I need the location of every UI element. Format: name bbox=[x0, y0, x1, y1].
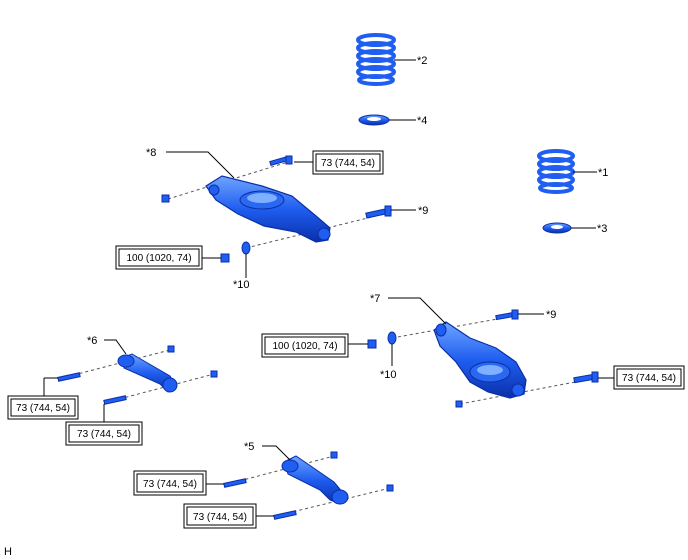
nut-link5-b bbox=[386, 484, 394, 492]
callout-9-upper: *9 bbox=[418, 205, 428, 217]
bolt-upper-arm-top bbox=[269, 155, 293, 167]
bolt-link5-b bbox=[273, 510, 297, 520]
torque-link6-a: 73 (744, 54) bbox=[16, 403, 70, 414]
suspension-link-5 bbox=[281, 455, 349, 505]
washer-lower-10 bbox=[387, 331, 397, 345]
callout-9-lower: *9 bbox=[546, 309, 556, 321]
callout-5: *5 bbox=[244, 441, 254, 453]
nut-link6-b bbox=[210, 370, 218, 378]
suspension-link-6 bbox=[117, 353, 178, 393]
callout-4: *4 bbox=[417, 115, 427, 127]
callout-2: *2 bbox=[417, 55, 427, 67]
bolt-lower-arm-9 bbox=[495, 309, 519, 321]
corner-mark: H bbox=[4, 546, 12, 558]
coil-spring-upper bbox=[356, 33, 396, 86]
nut-link5-a bbox=[330, 451, 338, 459]
torque-link6-b: 73 (744, 54) bbox=[77, 429, 131, 440]
bolt-lower-arm-73 bbox=[573, 371, 599, 384]
nut-link6-a bbox=[167, 345, 175, 353]
nut-lower-arm-rear bbox=[455, 400, 463, 408]
torque-upper-arm: 73 (744, 54) bbox=[321, 158, 375, 169]
coil-spring-right bbox=[537, 149, 575, 194]
nut-lower-arm-100 bbox=[367, 339, 377, 349]
torque-link5-a: 73 (744, 54) bbox=[143, 479, 197, 490]
torque-lower-arm: 73 (744, 54) bbox=[622, 373, 676, 384]
torque-link5-b: 73 (744, 54) bbox=[193, 512, 247, 523]
bolt-upper-arm-9 bbox=[365, 205, 392, 219]
callout-7: *7 bbox=[370, 293, 380, 305]
bolt-link6-b bbox=[103, 395, 127, 405]
suspension-arm-lower bbox=[433, 321, 527, 399]
callout-10-lower: *10 bbox=[380, 369, 397, 381]
washer-upper-10 bbox=[241, 241, 251, 255]
torque-upper-nut: 100 (1020, 74) bbox=[126, 253, 191, 264]
spring-insulator-right bbox=[542, 222, 572, 234]
callout-6: *6 bbox=[87, 335, 97, 347]
callout-3: *3 bbox=[597, 223, 607, 235]
callout-1: *1 bbox=[598, 167, 608, 179]
nut-upper-arm-100 bbox=[220, 253, 230, 263]
torque-lower-nut: 100 (1020, 74) bbox=[272, 341, 337, 352]
spring-insulator-upper bbox=[358, 114, 390, 126]
suspension-arm-upper bbox=[205, 175, 331, 243]
nut-upper-arm-left bbox=[161, 194, 170, 203]
callout-10-upper: *10 bbox=[233, 279, 250, 291]
bolt-link6-a bbox=[57, 372, 81, 382]
bolt-link5-a bbox=[223, 478, 247, 488]
callout-8: *8 bbox=[146, 147, 156, 159]
